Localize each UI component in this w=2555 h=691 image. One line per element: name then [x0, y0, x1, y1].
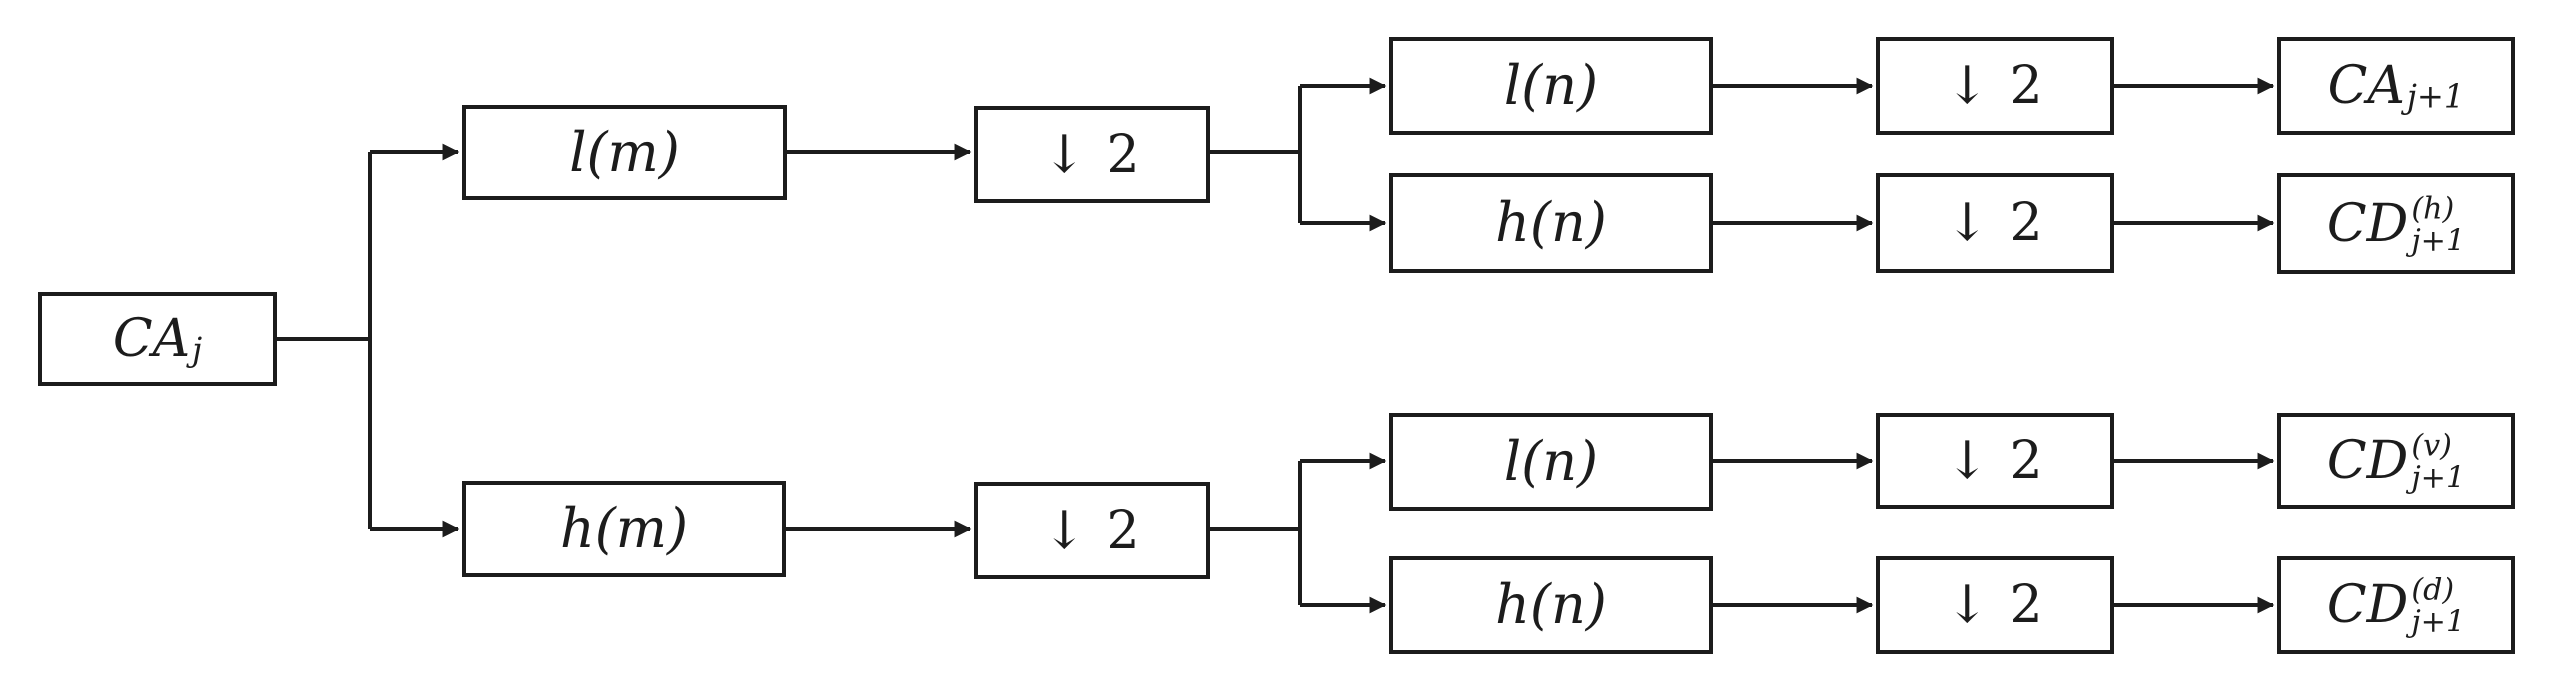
col-highpass-filter-label: h(n)	[1495, 573, 1607, 636]
row-lowpass-filter-label: l(m)	[569, 120, 680, 184]
downsample-label: ↓ 2	[1042, 500, 1142, 561]
col-lowpass-filter-label: l(n)	[1503, 54, 1599, 117]
downsample-label: ↓ 2	[1945, 575, 2045, 635]
col-highpass-filter-box-top: h(n)	[1389, 173, 1713, 273]
output-diagonal-detail-box: CD(d)j+1	[2277, 556, 2515, 654]
downsample-label: ↓ 2	[1945, 56, 2045, 116]
col-lowpass-filter-label: l(n)	[1503, 430, 1599, 493]
output-vertical-detail-base: CD	[2326, 431, 2409, 491]
col-lowpass-filter-box-bottom: l(n)	[1389, 413, 1713, 511]
output-approximation-base: CA	[2327, 56, 2405, 116]
row-highpass-filter-box: h(m)	[462, 481, 786, 577]
output-vertical-detail-superscript: (v)	[2411, 428, 2452, 464]
downsample-box-row-lowpass: ↓ 2	[974, 106, 1210, 203]
output-vertical-detail-box: CD(v)j+1	[2277, 413, 2515, 509]
input-label-base: CA	[112, 309, 191, 369]
output-vertical-detail-scripts: (v)j+1	[2411, 431, 2465, 494]
downsample-label: ↓ 2	[1945, 431, 2045, 491]
col-highpass-filter-box-bottom: h(n)	[1389, 556, 1713, 654]
output-diagonal-detail-scripts: (d)j+1	[2411, 575, 2465, 638]
output-vertical-detail-label: CD(v)j+1	[2326, 429, 2465, 494]
output-horizontal-detail-base: CD	[2326, 193, 2409, 254]
input-label-subscript: j	[192, 330, 203, 369]
downsample-box-vertical: ↓ 2	[1876, 413, 2114, 509]
output-diagonal-detail-superscript: (d)	[2411, 572, 2455, 608]
connectors	[277, 77, 2275, 614]
downsample-label: ↓ 2	[1945, 193, 2045, 253]
downsample-box-approx: ↓ 2	[1876, 37, 2114, 135]
output-diagonal-detail-subscript: j+1	[2411, 604, 2466, 640]
row-lowpass-filter-box: l(m)	[462, 105, 787, 200]
output-vertical-detail-subscript: j+1	[2411, 460, 2466, 496]
col-lowpass-filter-box-top: l(n)	[1389, 37, 1713, 135]
output-diagonal-detail-label: CD(d)j+1	[2326, 573, 2465, 638]
output-horizontal-detail-box: CD(h)j+1	[2277, 173, 2515, 274]
downsample-box-horizontal: ↓ 2	[1876, 173, 2114, 273]
output-horizontal-detail-label: CD(h)j+1	[2326, 192, 2465, 256]
output-horizontal-detail-superscript: (h)	[2411, 191, 2455, 227]
col-highpass-filter-label: h(n)	[1495, 191, 1607, 254]
output-horizontal-detail-scripts: (h)j+1	[2411, 193, 2465, 256]
downsample-box-diagonal: ↓ 2	[1876, 556, 2114, 654]
downsample-label: ↓ 2	[1042, 124, 1142, 185]
output-horizontal-detail-subscript: j+1	[2411, 223, 2466, 259]
row-highpass-filter-label: h(m)	[559, 497, 689, 560]
downsample-box-row-highpass: ↓ 2	[974, 482, 1210, 579]
output-approximation-subscript: j+1	[2406, 77, 2465, 116]
output-diagonal-detail-base: CD	[2326, 575, 2409, 635]
